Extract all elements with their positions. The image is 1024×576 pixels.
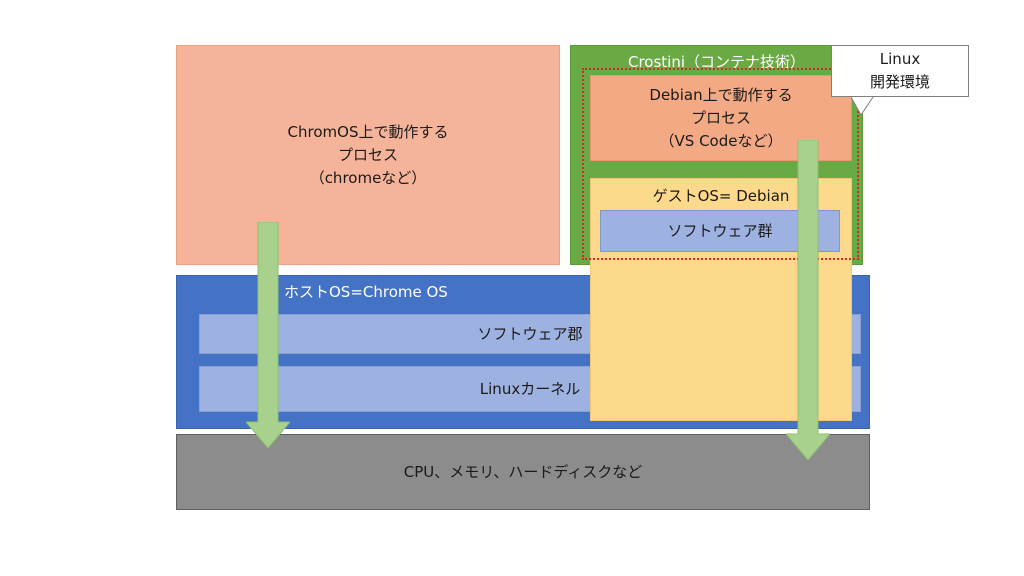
- callout-pointer-icon: [851, 97, 874, 115]
- hardware-label: CPU、メモリ、ハードディスクなど: [403, 462, 643, 481]
- linux-dev-env-callout: Linux 開発環境: [831, 45, 969, 97]
- hardware-layer: CPU、メモリ、ハードディスクなど: [176, 434, 870, 510]
- linux-dev-env-boundary: [582, 68, 859, 260]
- right-down-arrow-icon: [786, 140, 830, 460]
- host-software-label: ソフトウェア郡: [477, 324, 583, 343]
- chromeos-process-line-2: プロセス: [337, 145, 398, 164]
- host-os-title: ホストOS=Chrome OS: [284, 283, 448, 301]
- callout-line-1: Linux: [879, 50, 921, 68]
- debian-process-line-3: （VS Codeなど）: [659, 131, 783, 150]
- left-down-arrow-icon: [246, 222, 290, 448]
- debian-process-line-2: プロセス: [690, 108, 751, 127]
- chromeos-process-box: ChromOS上で動作する プロセス （chromeなど）: [176, 45, 560, 265]
- guest-software-label: ソフトウェア群: [667, 221, 773, 240]
- linux-kernel-label: Linuxカーネル: [479, 379, 581, 398]
- guest-os-title: ゲストOS= Debian: [652, 186, 790, 205]
- crostini-title: Crostini（コンテナ技術）: [627, 52, 806, 71]
- debian-process-line-1: Debian上で動作する: [649, 85, 793, 104]
- chromeos-process-line-3: （chromeなど）: [309, 168, 427, 187]
- callout-line-2: 開発環境: [869, 73, 930, 91]
- chromeos-process-line-1: ChromOS上で動作する: [287, 122, 449, 141]
